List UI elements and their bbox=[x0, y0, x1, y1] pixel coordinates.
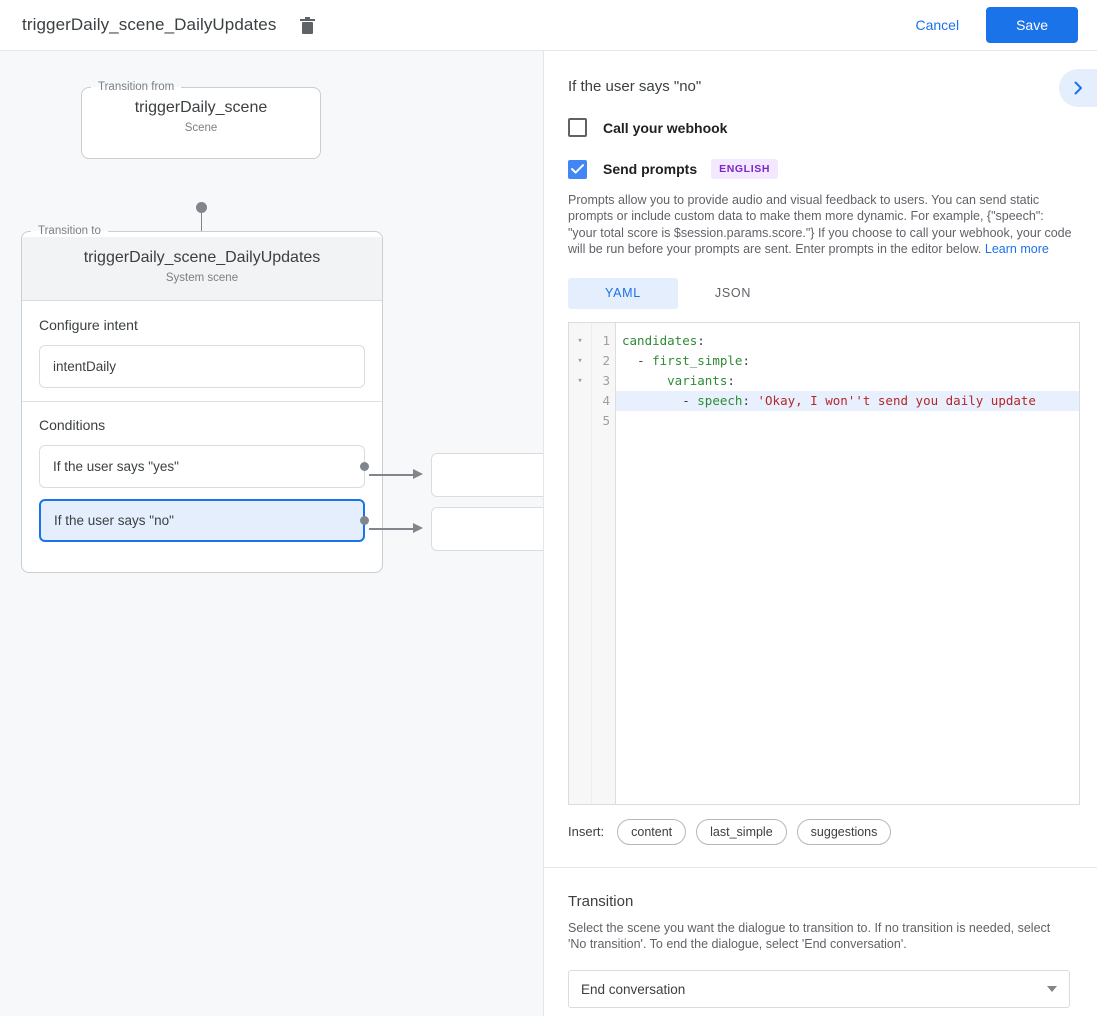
condition-no-arrow-line bbox=[369, 528, 413, 530]
condition-connector-dot-icon bbox=[360, 516, 369, 525]
transition-from-legend: Transition from bbox=[98, 81, 175, 93]
transition-select[interactable]: End conversation bbox=[568, 970, 1070, 1009]
from-scene-subtitle: Scene bbox=[184, 122, 218, 134]
line-number: 2 bbox=[602, 352, 610, 368]
insert-chip-suggestions[interactable]: suggestions bbox=[796, 818, 892, 845]
section-divider bbox=[544, 866, 1097, 868]
transition-from-card[interactable]: Transition from triggerDaily_scene Scene bbox=[81, 81, 321, 159]
editor-fold-gutter: ▾ ▾ ▾ bbox=[569, 322, 592, 804]
condition-yes-target-box[interactable] bbox=[431, 453, 543, 497]
transition-to-header: triggerDaily_scene_DailyUpdates System s… bbox=[22, 237, 382, 301]
transition-section: Transition Select the scene you want the… bbox=[568, 868, 1073, 1009]
fold-toggle[interactable]: ▾ bbox=[577, 335, 583, 346]
panel-header: If the user says "no" bbox=[568, 51, 1097, 107]
details-panel: If the user says "no" Call your webhook … bbox=[543, 51, 1097, 1016]
insert-chip-content[interactable]: content bbox=[617, 818, 687, 845]
line-number: 3 bbox=[602, 372, 610, 388]
code-line: variants: bbox=[667, 372, 735, 388]
send-prompts-row[interactable]: Send prompts ENGLISH bbox=[568, 159, 1073, 179]
configure-intent-title: Configure intent bbox=[39, 317, 138, 333]
transition-title: Transition bbox=[568, 892, 634, 910]
editor-line-numbers: 1 2 3 4 5 bbox=[592, 322, 616, 804]
cancel-button[interactable]: Cancel bbox=[901, 8, 973, 42]
code-line: candidates: bbox=[622, 332, 705, 348]
chevron-right-icon bbox=[1074, 81, 1082, 95]
condition-yes-arrow-line bbox=[369, 474, 413, 476]
tab-yaml[interactable]: YAML bbox=[568, 277, 678, 309]
checkmark-icon bbox=[571, 164, 584, 174]
line-number: 5 bbox=[602, 412, 610, 428]
line-number: 4 bbox=[602, 392, 610, 408]
fold-toggle[interactable]: ▾ bbox=[577, 375, 583, 386]
insert-chips-row: Insert: content last_simple suggestions bbox=[568, 818, 1073, 845]
delete-button[interactable] bbox=[294, 12, 320, 38]
line-number: 1 bbox=[602, 332, 610, 348]
transition-to-legend: Transition to bbox=[38, 225, 101, 237]
condition-yes-arrow-icon bbox=[413, 469, 423, 479]
send-prompts-checkbox[interactable] bbox=[568, 159, 587, 179]
connector-dot-icon bbox=[196, 202, 207, 213]
code-line: - speech: 'Okay, I won''t send you daily… bbox=[616, 390, 1079, 411]
condition-label: If the user says "yes" bbox=[53, 459, 179, 474]
tab-json[interactable]: JSON bbox=[714, 286, 752, 301]
page-title: triggerDaily_scene_DailyUpdates bbox=[22, 15, 277, 34]
topbar-actions: Cancel Save bbox=[901, 7, 1078, 43]
conditions-section: Conditions If the user says "yes" If the… bbox=[22, 401, 382, 542]
insert-label: Insert: bbox=[568, 824, 605, 840]
send-prompts-label: Send prompts bbox=[603, 161, 698, 177]
to-scene-name: triggerDaily_scene_DailyUpdates bbox=[83, 249, 321, 266]
transition-to-card: Transition to triggerDaily_scene_DailyUp… bbox=[21, 225, 383, 573]
condition-no-target-box[interactable] bbox=[431, 507, 543, 551]
condition-connector-dot-icon bbox=[360, 462, 369, 471]
chevron-down-icon bbox=[1047, 986, 1057, 993]
transition-description: Select the scene you want the dialogue t… bbox=[568, 920, 1051, 952]
language-badge: ENGLISH bbox=[711, 159, 778, 179]
condition-no-arrow-icon bbox=[413, 523, 423, 533]
prompts-description: Prompts allow you to provide audio and v… bbox=[568, 192, 1073, 258]
condition-label: If the user says "no" bbox=[54, 513, 174, 528]
to-scene-subtitle: System scene bbox=[165, 272, 239, 284]
condition-item-no[interactable]: If the user says "no" bbox=[39, 499, 369, 542]
code-line: - first_simple: bbox=[637, 352, 750, 368]
fold-toggle bbox=[569, 411, 591, 431]
editor-format-tabs: YAML JSON bbox=[568, 277, 1073, 309]
call-webhook-row[interactable]: Call your webhook bbox=[568, 118, 1073, 137]
prompts-description-text: Prompts allow you to provide audio and v… bbox=[568, 193, 1072, 257]
panel-title: If the user says "no" bbox=[568, 78, 702, 95]
trash-icon bbox=[299, 16, 315, 34]
condition-item-yes[interactable]: If the user says "yes" bbox=[39, 445, 369, 488]
from-scene-name: triggerDaily_scene bbox=[134, 99, 268, 116]
flow-canvas: Transition from triggerDaily_scene Scene… bbox=[0, 51, 543, 1016]
intent-field[interactable]: intentDaily bbox=[39, 345, 365, 388]
call-webhook-label: Call your webhook bbox=[603, 119, 728, 136]
code-line bbox=[616, 411, 1079, 431]
configure-intent-section: Configure intent intentDaily bbox=[22, 301, 382, 388]
editor-code-area[interactable]: candidates: - first_simple: variants: - … bbox=[616, 323, 1079, 804]
prompt-code-editor[interactable]: ▾ ▾ ▾ 1 2 3 4 5 candidates: - first_simp… bbox=[568, 321, 1080, 805]
top-bar: triggerDaily_scene_DailyUpdates Cancel S… bbox=[0, 0, 1097, 51]
fold-toggle bbox=[569, 391, 591, 411]
collapse-panel-button[interactable] bbox=[1059, 69, 1097, 107]
insert-chip-last-simple[interactable]: last_simple bbox=[696, 818, 787, 845]
fold-toggle[interactable]: ▾ bbox=[577, 355, 583, 366]
save-button[interactable]: Save bbox=[986, 7, 1078, 43]
call-webhook-checkbox[interactable] bbox=[568, 118, 587, 137]
conditions-title: Conditions bbox=[39, 417, 106, 433]
learn-more-link[interactable]: Learn more bbox=[984, 242, 1049, 257]
transition-select-value: End conversation bbox=[581, 981, 686, 997]
